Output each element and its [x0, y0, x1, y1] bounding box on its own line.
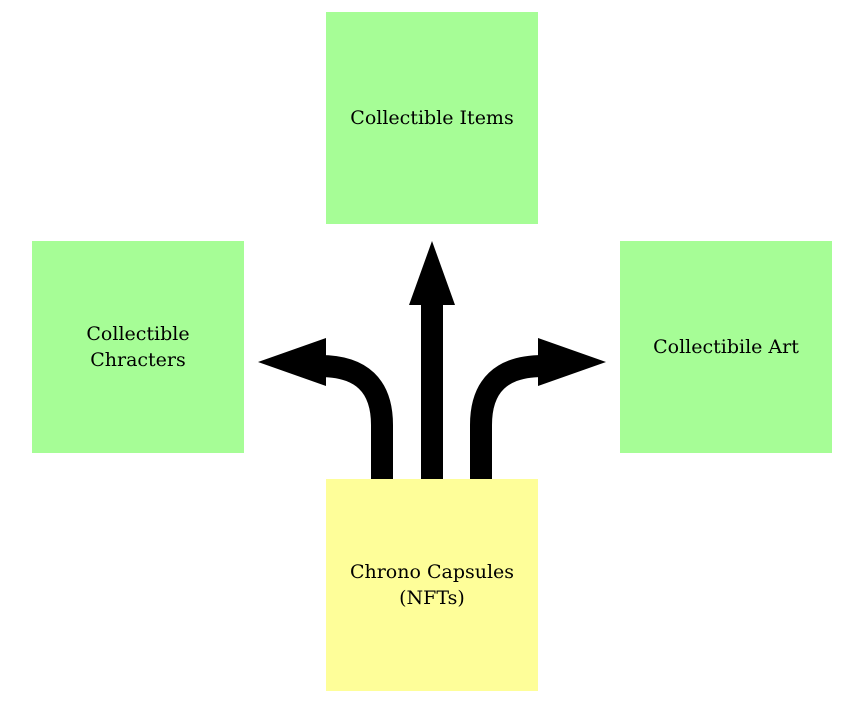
chrono-capsules-label: Chrono Capsules (NFTs) — [349, 561, 515, 609]
arrow-to-collectible-art — [470, 338, 606, 479]
collectible-items-box: Collectible Items — [326, 12, 538, 224]
collectible-items-label: Collectible Items — [350, 107, 514, 129]
collectible-characters-box: Collectible Chracters — [32, 241, 244, 453]
collectible-characters-label: Collectible Chracters — [86, 323, 190, 371]
arrow-to-collectible-characters — [258, 338, 393, 479]
arrow-to-collectible-items — [409, 241, 455, 479]
chrono-capsules-box: Chrono Capsules (NFTs) — [326, 479, 538, 691]
collectible-art-label: Collectibile Art — [653, 336, 799, 358]
collectible-art-box: Collectibile Art — [620, 241, 832, 453]
